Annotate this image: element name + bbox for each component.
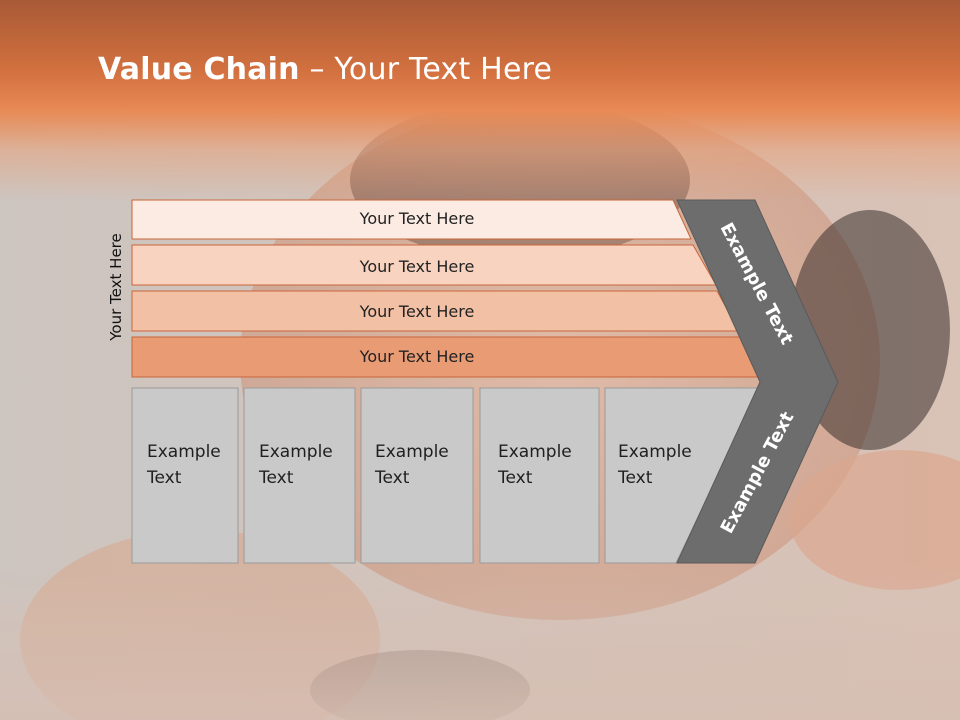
box-5 bbox=[604, 387, 761, 564]
box-3 bbox=[360, 387, 474, 564]
chevron-arrow bbox=[676, 199, 839, 564]
bar-label-3: Your Text Here bbox=[359, 302, 475, 321]
box-label-4-line1: Example bbox=[498, 442, 572, 462]
slide-title: Value Chain – Your Text Here bbox=[98, 52, 552, 87]
reflection-fade bbox=[0, 564, 960, 720]
box-label-2: Example Text bbox=[259, 439, 359, 491]
title-rest: – Your Text Here bbox=[299, 52, 553, 87]
box-label-3-line1: Example bbox=[375, 442, 449, 462]
box-label-2-line1: Example bbox=[259, 442, 333, 462]
bar-label-1: Your Text Here bbox=[359, 209, 475, 228]
box-label-1-line2: Text bbox=[147, 468, 182, 488]
box-1 bbox=[131, 387, 239, 564]
box-label-4: Example Text bbox=[498, 439, 598, 491]
box-label-1-line1: Example bbox=[147, 442, 221, 462]
box-label-5-line2: Text bbox=[618, 468, 653, 488]
box-label-3: Example Text bbox=[375, 439, 475, 491]
box-label-3-line2: Text bbox=[375, 468, 410, 488]
box-label-4-line2: Text bbox=[498, 468, 533, 488]
box-label-5-line1: Example bbox=[618, 442, 692, 462]
box-label-2-line2: Text bbox=[259, 468, 294, 488]
bar-label-4: Your Text Here bbox=[359, 347, 475, 366]
box-4 bbox=[479, 387, 600, 564]
box-label-1: Example Text bbox=[147, 439, 247, 491]
box-2 bbox=[243, 387, 356, 564]
box-label-5: Example Text bbox=[618, 439, 718, 491]
title-bold: Value Chain bbox=[98, 52, 300, 87]
title-band bbox=[0, 0, 960, 200]
bar-1 bbox=[131, 199, 692, 240]
bar-label-2: Your Text Here bbox=[359, 257, 475, 276]
